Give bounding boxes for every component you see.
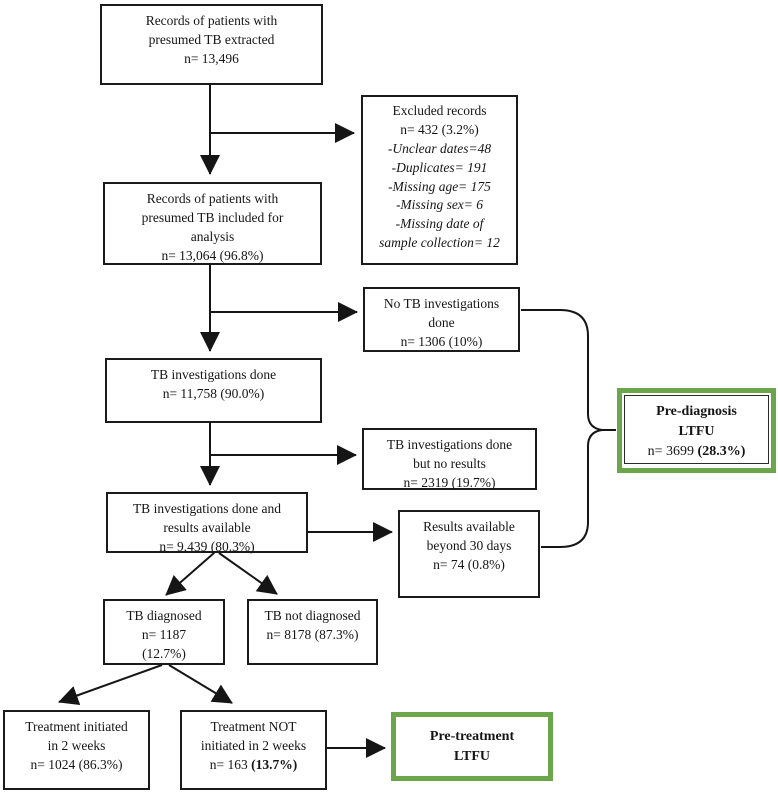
box-line: in 2 weeks — [47, 738, 106, 754]
box-line: Records of patients with — [145, 13, 278, 28]
box-line: Excluded records — [392, 103, 487, 118]
box-line: n= 11,758 (90.0%) — [162, 386, 265, 402]
box-line: n= 13,496 — [184, 51, 239, 67]
box-line: Treatment NOT — [210, 719, 297, 734]
box-line: n= 163 (13.7%) — [209, 757, 298, 773]
arrow-to-treatment-initiated — [58, 664, 163, 705]
box-line: but no results — [413, 456, 486, 472]
box-pre-diagnosis-ltfu: Pre-diagnosis LTFU n= 3699 (28.3%) — [617, 388, 776, 473]
box-line: beyond 30 days — [426, 538, 512, 554]
box-pre-treatment-ltfu: Pre-treatment LTFU — [391, 712, 553, 781]
box-line: Treatment initiated — [25, 719, 128, 734]
arrow-to-tb-not-diagnosed — [218, 552, 278, 595]
box-line: n= 3699 (28.3%) — [647, 443, 746, 459]
box-line: sample collection= 12 — [379, 235, 500, 251]
box-line: n= 2319 (19.7%) — [403, 475, 496, 491]
box-treatment-not-initiated: Treatment NOT initiated in 2 weeks n= 16… — [180, 710, 327, 790]
box-line: LTFU — [678, 423, 715, 439]
box-records-extracted: Records of patients with presumed TB ext… — [100, 4, 323, 85]
box-line: n= 1306 (10%) — [400, 334, 483, 350]
box-line: n= 432 (3.2%) — [400, 121, 479, 137]
box-tb-diagnosed: TB diagnosed n= 1187 (12.7%) — [103, 599, 225, 665]
box-line: TB investigations done and — [132, 501, 282, 516]
box-results-beyond-30-days: Results available beyond 30 days n= 74 (… — [398, 510, 540, 598]
box-line: TB not diagnosed — [264, 608, 361, 623]
box-line: TB investigations done — [386, 437, 513, 452]
box-line: done — [428, 315, 455, 331]
box-line: -Unclear dates=48 — [387, 140, 492, 156]
box-line: Records of patients with — [146, 191, 279, 206]
box-line: n= 1024 (86.3%) — [30, 757, 123, 773]
box-line: -Duplicates= 191 — [391, 159, 488, 175]
box-excluded-records: Excluded records n= 432 (3.2%) -Unclear … — [361, 95, 518, 265]
box-line: n= 9,439 (80.3%) — [159, 539, 255, 555]
box-records-included: Records of patients with presumed TB inc… — [103, 182, 322, 265]
box-tb-investigations-done: TB investigations done n= 11,758 (90.0%) — [105, 358, 322, 423]
box-investigations-no-results: TB investigations done but no results n=… — [362, 428, 537, 490]
arrow-to-tb-diagnosed — [165, 552, 215, 596]
box-line: TB investigations done — [150, 367, 277, 382]
box-tb-not-diagnosed: TB not diagnosed n= 8178 (87.3%) — [247, 599, 378, 665]
box-line: n= 74 (0.8%) — [433, 557, 505, 573]
box-line: n= 1187 — [141, 627, 187, 643]
box-line: Pre-treatment — [429, 729, 515, 744]
box-line: -Missing sex= 6 — [395, 197, 484, 213]
box-line: presumed TB included for — [141, 210, 284, 226]
box-line: results available — [163, 520, 251, 536]
box-treatment-initiated: Treatment initiated in 2 weeks n= 1024 (… — [3, 710, 150, 790]
box-line: initiated in 2 weeks — [200, 738, 307, 754]
box-results-available: TB investigations done and results avail… — [106, 492, 308, 555]
box-no-tb-investigations: No TB investigations done n= 1306 (10%) — [363, 287, 520, 352]
box-line: n= 13,064 (96.8%) — [161, 248, 264, 264]
box-line: No TB investigations — [383, 296, 500, 311]
arrow-to-treatment-not-initiated — [168, 664, 233, 704]
box-line: -Missing age= 175 — [388, 178, 491, 194]
box-line: analysis — [190, 229, 235, 245]
box-line: (12.7%) — [142, 646, 186, 662]
box-line: LTFU — [453, 748, 491, 764]
box-line: Pre-diagnosis — [656, 404, 737, 419]
box-line: -Missing date of — [395, 216, 484, 232]
box-line: Results available — [423, 519, 515, 534]
box-line: n= 8178 (87.3%) — [266, 627, 359, 643]
box-line: presumed TB extracted — [148, 32, 275, 48]
box-line: TB diagnosed — [126, 608, 202, 623]
